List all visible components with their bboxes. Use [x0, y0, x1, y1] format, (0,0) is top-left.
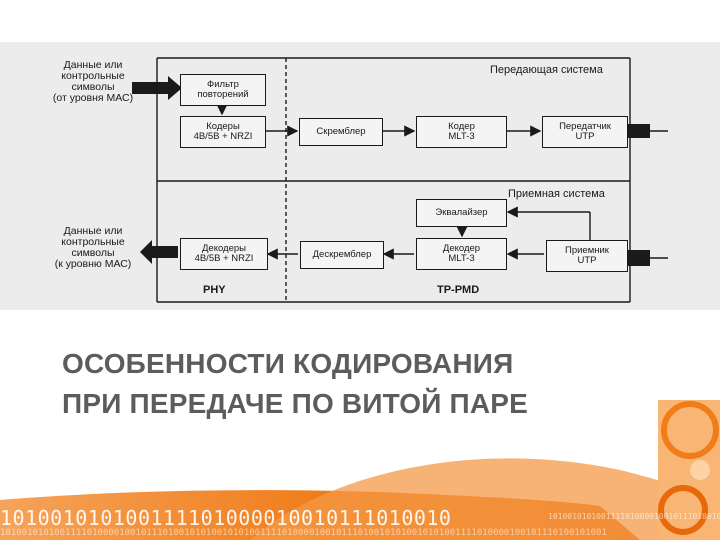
equalizer-block: Эквалайзер	[416, 199, 507, 227]
binary-strip-small: 1010010101001111010000100101110100101010…	[0, 528, 607, 538]
tp-pmd-label: TP-PMD	[437, 284, 480, 296]
slide-title-line-2: ПРИ ПЕРЕДАЧЕ ПО ВИТОЙ ПАРЕ	[62, 388, 529, 419]
scrambler-block: Скремблер	[299, 118, 383, 146]
circle-large	[661, 401, 719, 459]
circle-medium	[658, 485, 708, 535]
transmit-system-title: Передающая система	[490, 64, 603, 76]
input-label-bottom: Данные или контрольные символы (к уровню…	[54, 225, 132, 270]
slide-title-line-1: ОСОБЕННОСТИ КОДИРОВАНИЯ	[62, 348, 514, 379]
binary-strip-right: 1010010101001111010000100101110100101010…	[548, 512, 720, 521]
orange-swoosh	[250, 458, 720, 540]
transmit-connector	[628, 124, 650, 138]
input-arrow	[132, 76, 182, 100]
input-label-top: Данные или контрольные символы (от уровн…	[52, 59, 134, 104]
descrambler-block: Дескремблер	[300, 241, 384, 269]
slide-title: ОСОБЕННОСТИ КОДИРОВАНИЯ ПРИ ПЕРЕДАЧЕ ПО …	[62, 344, 702, 424]
circle-small	[690, 460, 710, 480]
receive-system-title: Приемная система	[508, 188, 605, 200]
output-arrow	[140, 240, 178, 264]
receive-connector	[628, 250, 650, 266]
binary-strip-main: 101001010100111101000010010111010010	[0, 506, 452, 530]
phy-label: PHY	[203, 284, 226, 296]
